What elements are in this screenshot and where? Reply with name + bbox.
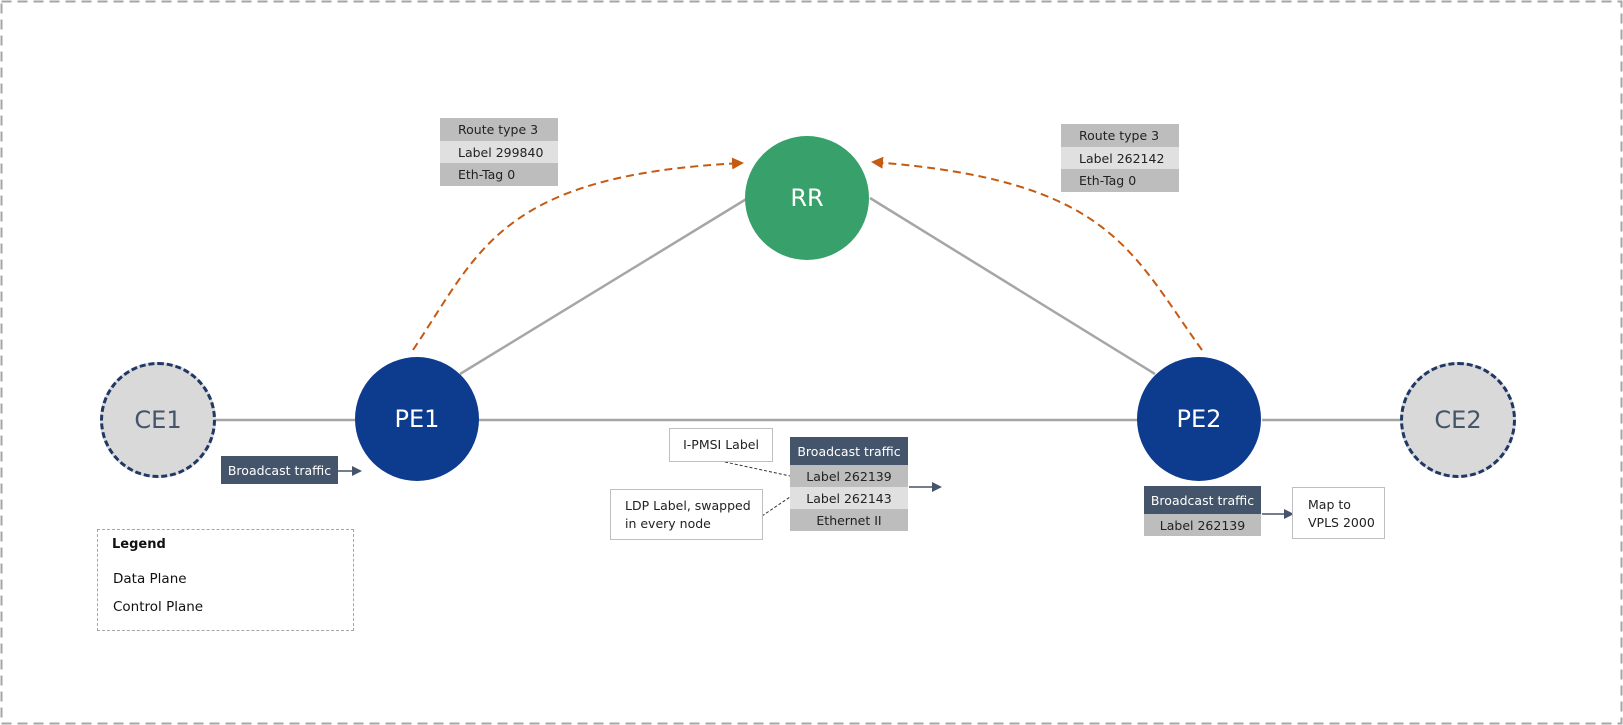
node-ce1: CE1 (100, 362, 216, 478)
link-rr-pe2 (869, 196, 1156, 376)
pe2-route-eth-tag: Eth-Tag 0 (1061, 169, 1179, 192)
legend-data-plane-label: Data Plane (113, 571, 187, 587)
pe2-action-box: Map to VPLS 2000 (1292, 487, 1385, 539)
transit-broadcast-traffic: Broadcast traffic (790, 437, 908, 465)
callout-ldp-line2: in every node (625, 516, 711, 531)
legend-control-plane-label: Control Plane (113, 599, 204, 615)
node-pe2: PE2 (1137, 357, 1261, 481)
callout-ldp-label: LDP Label, swapped in every node (610, 489, 763, 540)
ce1-broadcast-traffic: Broadcast traffic (221, 456, 338, 484)
pe2-label: Label 262139 (1144, 514, 1261, 536)
callout-ipmsi-text: I-PMSI Label (683, 437, 759, 452)
pe2-action-line1: Map to (1308, 497, 1351, 512)
pe1-route-eth-tag: Eth-Tag 0 (440, 163, 558, 186)
pe2-action-line2: VPLS 2000 (1308, 515, 1375, 530)
transit-label-ipmsi: Label 262139 (790, 465, 908, 487)
pe2-broadcast-traffic: Broadcast traffic (1144, 486, 1261, 514)
pe1-route-type: Route type 3 (440, 118, 558, 141)
callout-ipmsi-label: I-PMSI Label (669, 428, 773, 462)
callout-line-ipmsi (724, 461, 791, 477)
callout-line-ldp (761, 496, 791, 517)
node-rr: RR (745, 136, 869, 260)
pe1-route-label: Label 299840 (440, 141, 558, 163)
pe2-route-label: Label 262142 (1061, 147, 1179, 169)
transit-ethernet: Ethernet II (790, 509, 908, 531)
node-pe1: PE1 (355, 357, 479, 481)
legend-title: Legend (112, 537, 166, 552)
link-pe1-rr (459, 196, 749, 376)
control-plane-arrow-pe2-rr (871, 156, 1203, 351)
legend-box (97, 529, 354, 631)
control-plane-arrow-pe1-rr (412, 157, 744, 351)
node-ce2: CE2 (1400, 362, 1516, 478)
transit-label-ldp: Label 262143 (790, 487, 908, 509)
callout-ldp-line1: LDP Label, swapped (625, 498, 751, 513)
pe2-route-type: Route type 3 (1061, 124, 1179, 147)
